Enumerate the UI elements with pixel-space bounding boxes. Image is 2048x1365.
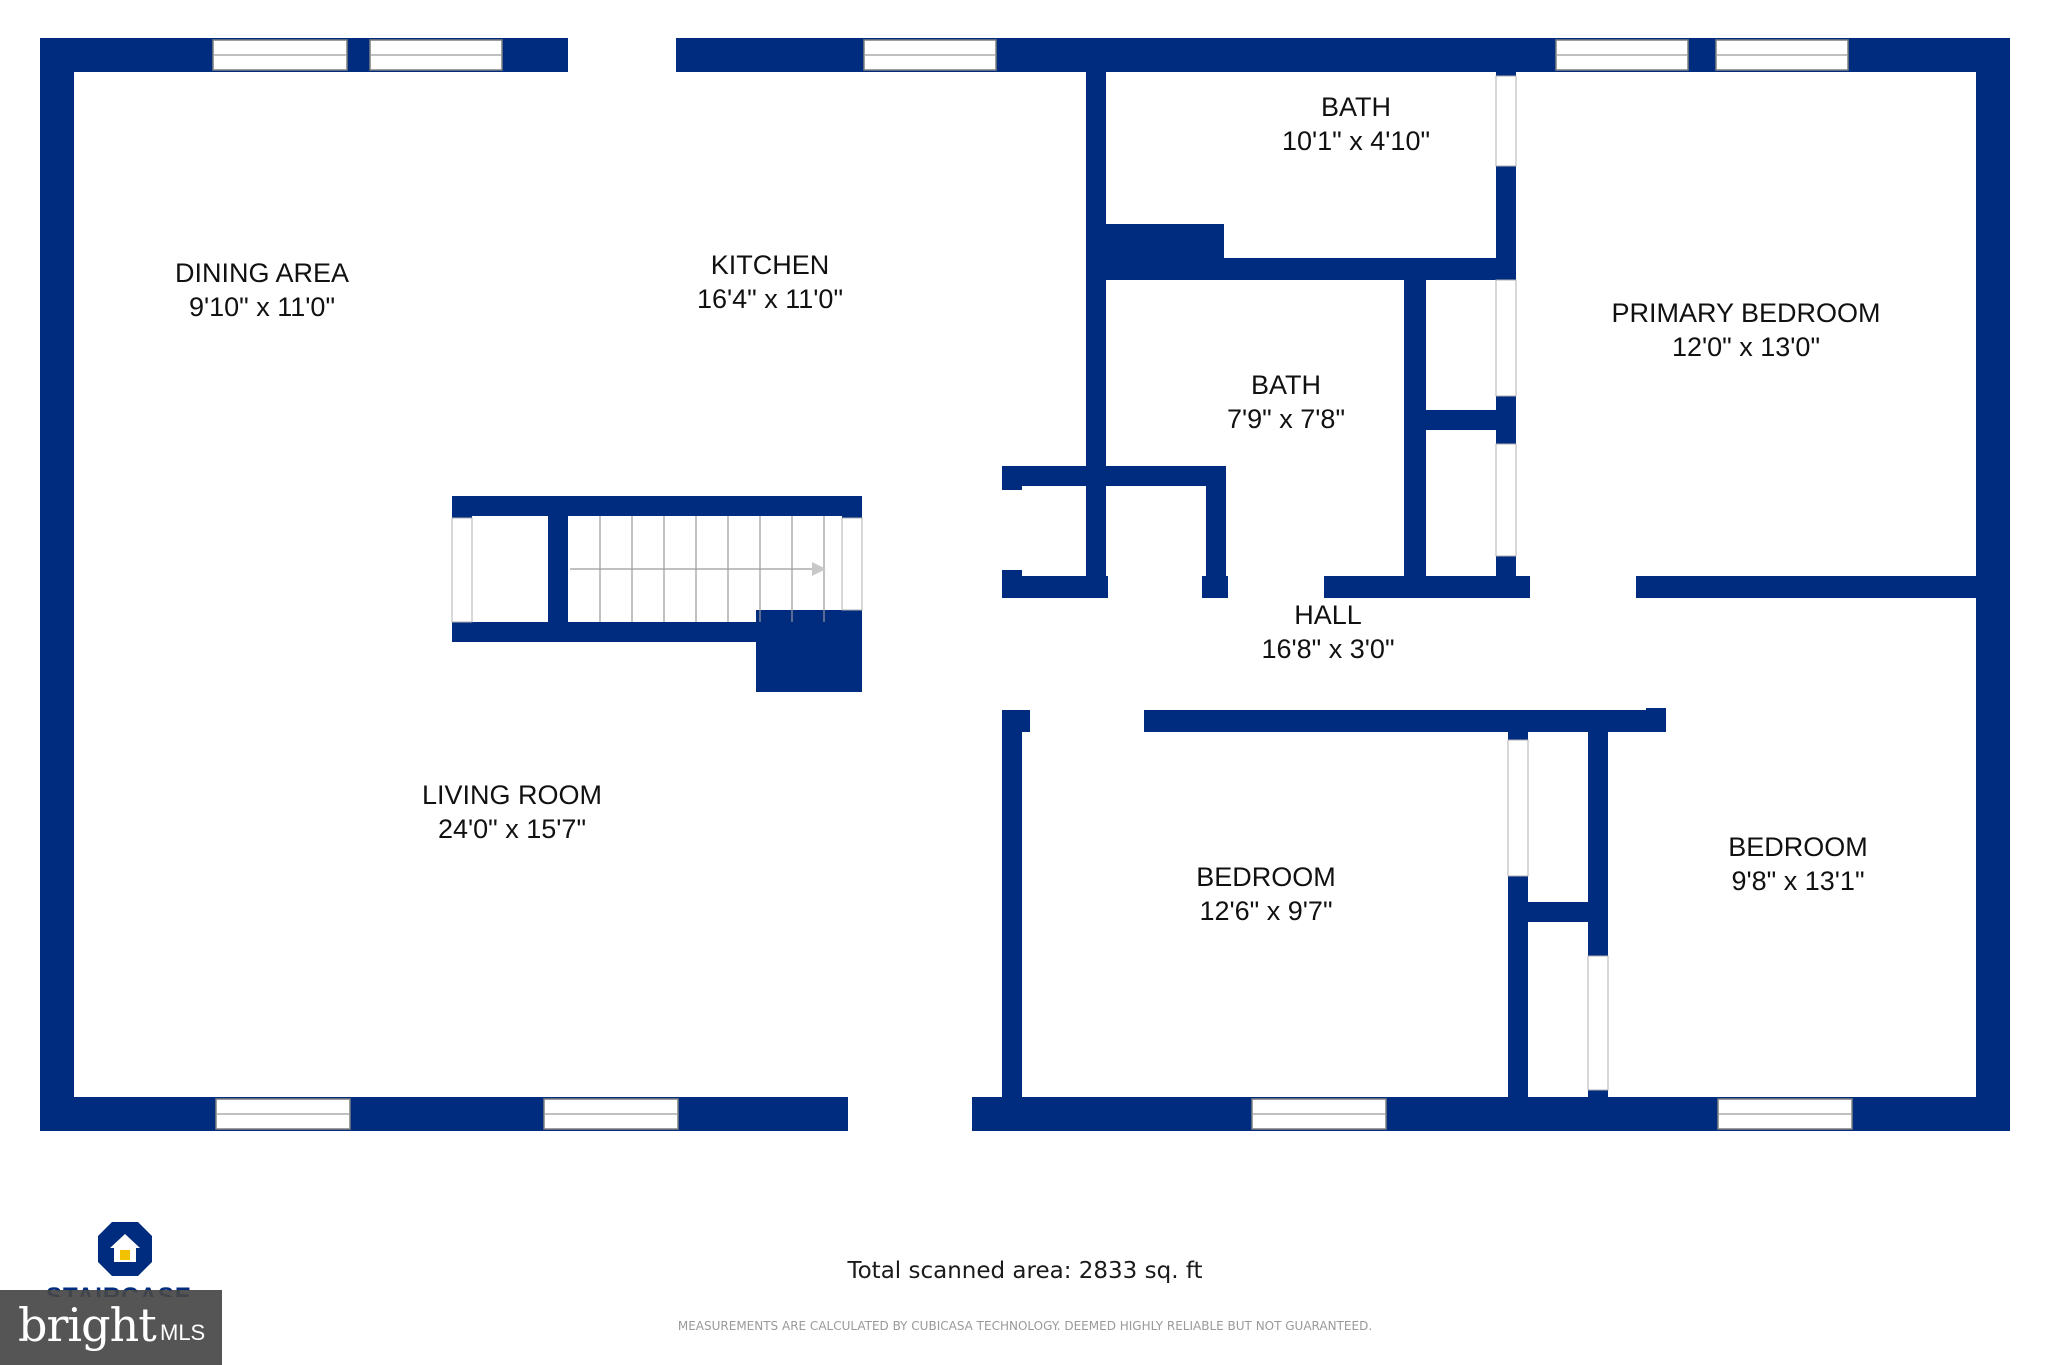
room-name: KITCHEN bbox=[710, 250, 830, 280]
room-dimensions: 9'8" x 13'1" bbox=[1731, 866, 1865, 896]
room-dimensions: 16'8" x 3'0" bbox=[1261, 634, 1395, 664]
room-name: PRIMARY BEDROOM bbox=[1611, 298, 1881, 328]
total-area: Total scanned area: 2833 sq. ft bbox=[847, 1258, 1203, 1284]
room-label-hall: HALL 16'8" x 3'0" bbox=[1261, 598, 1394, 666]
room-label-bedroom-center: BEDROOM 12'6" x 9'7" bbox=[1196, 860, 1336, 928]
disclaimer: MEASUREMENTS ARE CALCULATED BY CUBICASA … bbox=[677, 1319, 1373, 1333]
room-name: BEDROOM bbox=[1196, 862, 1336, 892]
watermark-main: bright bbox=[18, 1298, 157, 1352]
room-label-bath-middle: BATH 7'9" x 7'8" bbox=[1227, 368, 1345, 436]
room-dimensions: 9'10" x 11'0" bbox=[188, 292, 336, 322]
stair-treads bbox=[570, 516, 826, 622]
room-label-bath-upper: BATH 10'1" x 4'10" bbox=[1282, 90, 1430, 158]
room-name: BATH bbox=[1250, 370, 1322, 400]
windows-top bbox=[212, 39, 1849, 71]
room-dimensions: 24'0" x 15'7" bbox=[437, 814, 587, 844]
door-openings bbox=[568, 38, 1666, 1131]
room-label-kitchen: KITCHEN 16'4" x 11'0" bbox=[697, 248, 843, 316]
closet-jambs bbox=[451, 75, 1609, 1091]
stair-arrow-icon bbox=[812, 562, 826, 576]
room-name: BATH bbox=[1320, 92, 1392, 122]
room-dimensions: 12'6" x 9'7" bbox=[1199, 896, 1333, 926]
room-name: BEDROOM bbox=[1728, 832, 1868, 862]
room-label-dining-area: DINING AREA 9'10" x 11'0" bbox=[175, 256, 349, 324]
room-dimensions: 12'0" x 13'0" bbox=[1671, 332, 1821, 362]
watermark-sub: MLS bbox=[160, 1320, 206, 1345]
room-label-living-room: LIVING ROOM 24'0" x 15'7" bbox=[422, 778, 602, 846]
room-name: DINING AREA bbox=[174, 258, 350, 288]
staircase-logo-icon bbox=[98, 1222, 152, 1276]
windows-bottom bbox=[215, 1098, 1853, 1130]
room-dimensions: 7'9" x 7'8" bbox=[1226, 404, 1346, 434]
room-dimensions: 16'4" x 11'0" bbox=[696, 284, 844, 314]
room-name: HALL bbox=[1294, 600, 1362, 630]
room-name: LIVING ROOM bbox=[421, 780, 603, 810]
room-dimensions: 10'1" x 4'10" bbox=[1281, 126, 1431, 156]
room-label-primary-bedroom: PRIMARY BEDROOM 12'0" x 13'0" bbox=[1611, 296, 1880, 364]
mls-watermark bbox=[0, 1290, 222, 1365]
room-label-bedroom-right: BEDROOM 9'8" x 13'1" bbox=[1728, 830, 1868, 898]
